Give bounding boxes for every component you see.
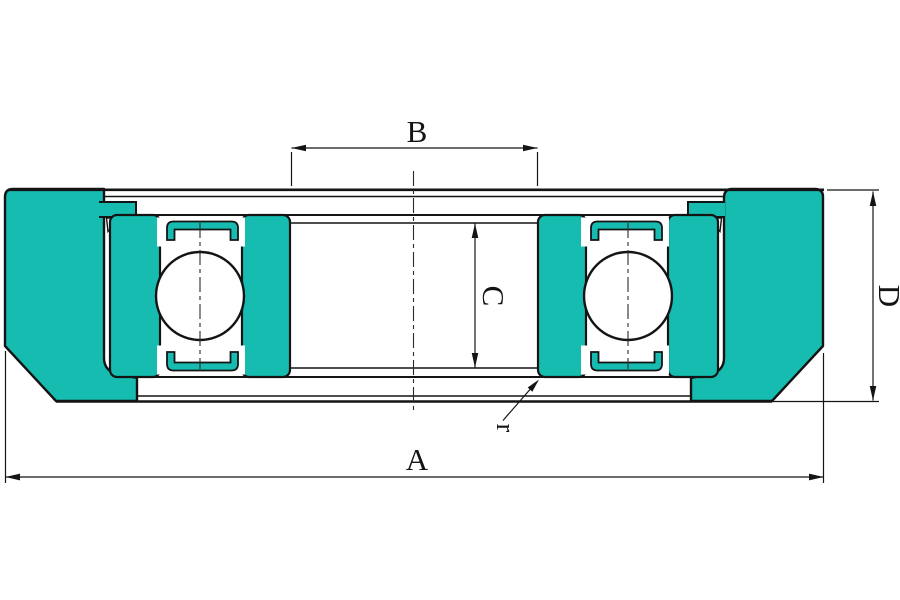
centerlines — [199, 171, 629, 414]
dim-a-arrow-right — [809, 473, 824, 481]
radius-leader-arrow — [527, 379, 539, 392]
dimension-b — [290, 144, 539, 186]
dim-a-arrow-left — [5, 473, 20, 481]
dim-c-label: C — [476, 286, 511, 307]
dim-a-label: A — [406, 442, 429, 477]
dim-d-label: D — [872, 285, 900, 307]
left-top-seal — [166, 220, 239, 241]
dim-c-arrow-bottom — [471, 353, 479, 368]
right-bottom-seal — [590, 351, 663, 372]
outer-housing — [3, 187, 825, 403]
dim-d-arrow-top — [869, 191, 877, 206]
housing-left-section — [3, 187, 139, 403]
right-inner-race — [536, 213, 588, 379]
right-top-seal — [590, 220, 663, 241]
left-inner-race — [240, 213, 292, 379]
dim-b-arrow-left — [291, 144, 306, 152]
right-outer-race — [666, 213, 720, 379]
radius-leader-line — [502, 385, 534, 421]
dimension-c — [471, 223, 479, 368]
left-outer-race — [108, 213, 162, 379]
dim-b-label: B — [407, 114, 428, 149]
dimension-d — [772, 189, 879, 403]
dimension-a — [4, 351, 825, 483]
bearing-seals — [166, 220, 663, 372]
housing-right-section — [689, 187, 825, 403]
radius-callout — [502, 379, 539, 421]
dim-d-arrow-bottom — [869, 386, 877, 401]
dim-c-arrow-top — [471, 223, 479, 238]
left-bottom-seal — [166, 351, 239, 372]
radius-label: r — [491, 424, 520, 433]
dim-b-arrow-right — [523, 144, 538, 152]
